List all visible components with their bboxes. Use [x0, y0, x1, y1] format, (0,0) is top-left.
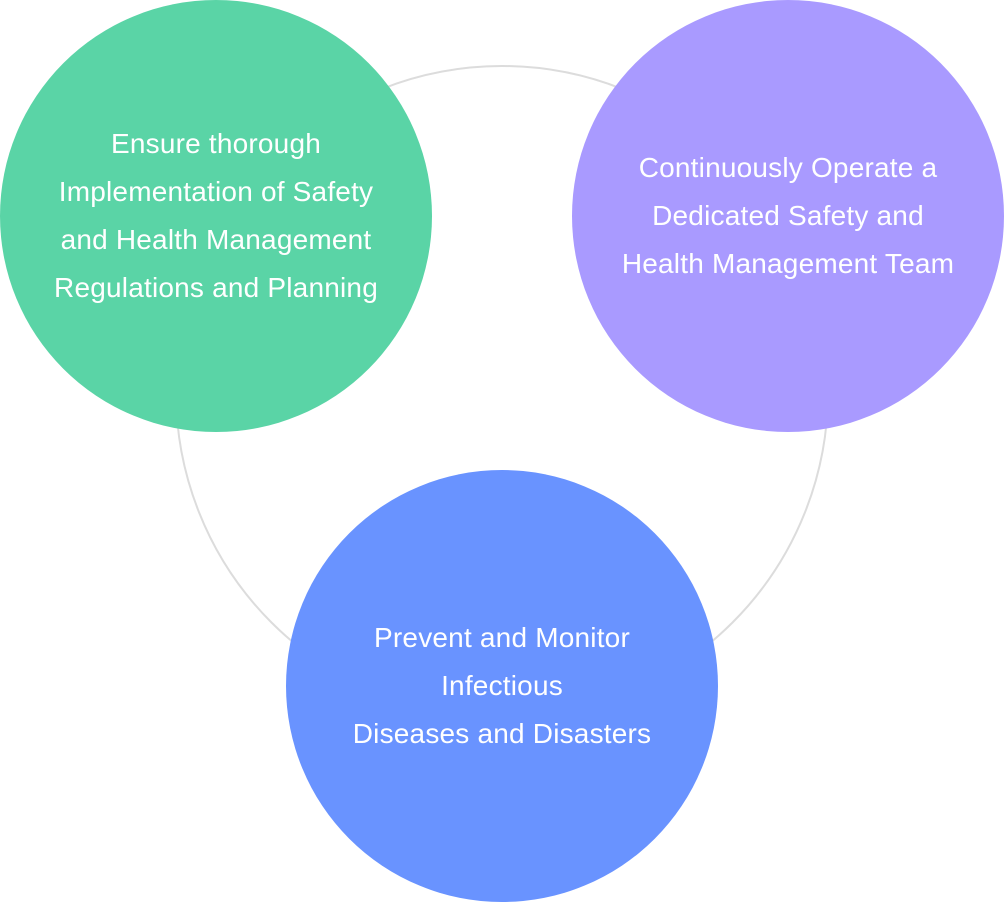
- bubble-line: Regulations and Planning: [54, 272, 378, 303]
- bubble-line: Implementation of Safety: [58, 176, 374, 207]
- bubble-line: Health Management Team: [621, 248, 955, 279]
- bubble-line: Dedicated Safety and: [652, 200, 924, 231]
- bubble-management-team: Continuously Operate a Dedicated Safety …: [572, 0, 1004, 432]
- bubble-line: Diseases and Disasters: [352, 718, 652, 749]
- bubble-management-team-label: Continuously Operate a Dedicated Safety …: [622, 144, 954, 288]
- bubble-line: Prevent and Monitor: [374, 622, 630, 653]
- bubble-line: and Health Management: [60, 224, 372, 255]
- bubble-infectious-diseases-label: Prevent and Monitor Infectious Diseases …: [353, 614, 652, 758]
- bubble-line: Continuously Operate a: [638, 152, 938, 183]
- bubble-regulations-planning-label: Ensure thorough Implementation of Safety…: [54, 120, 378, 312]
- bubble-line: Infectious: [441, 670, 563, 701]
- bubble-line: Ensure thorough: [110, 128, 322, 159]
- bubble-regulations-planning: Ensure thorough Implementation of Safety…: [0, 0, 432, 432]
- bubble-infectious-diseases: Prevent and Monitor Infectious Diseases …: [286, 470, 718, 902]
